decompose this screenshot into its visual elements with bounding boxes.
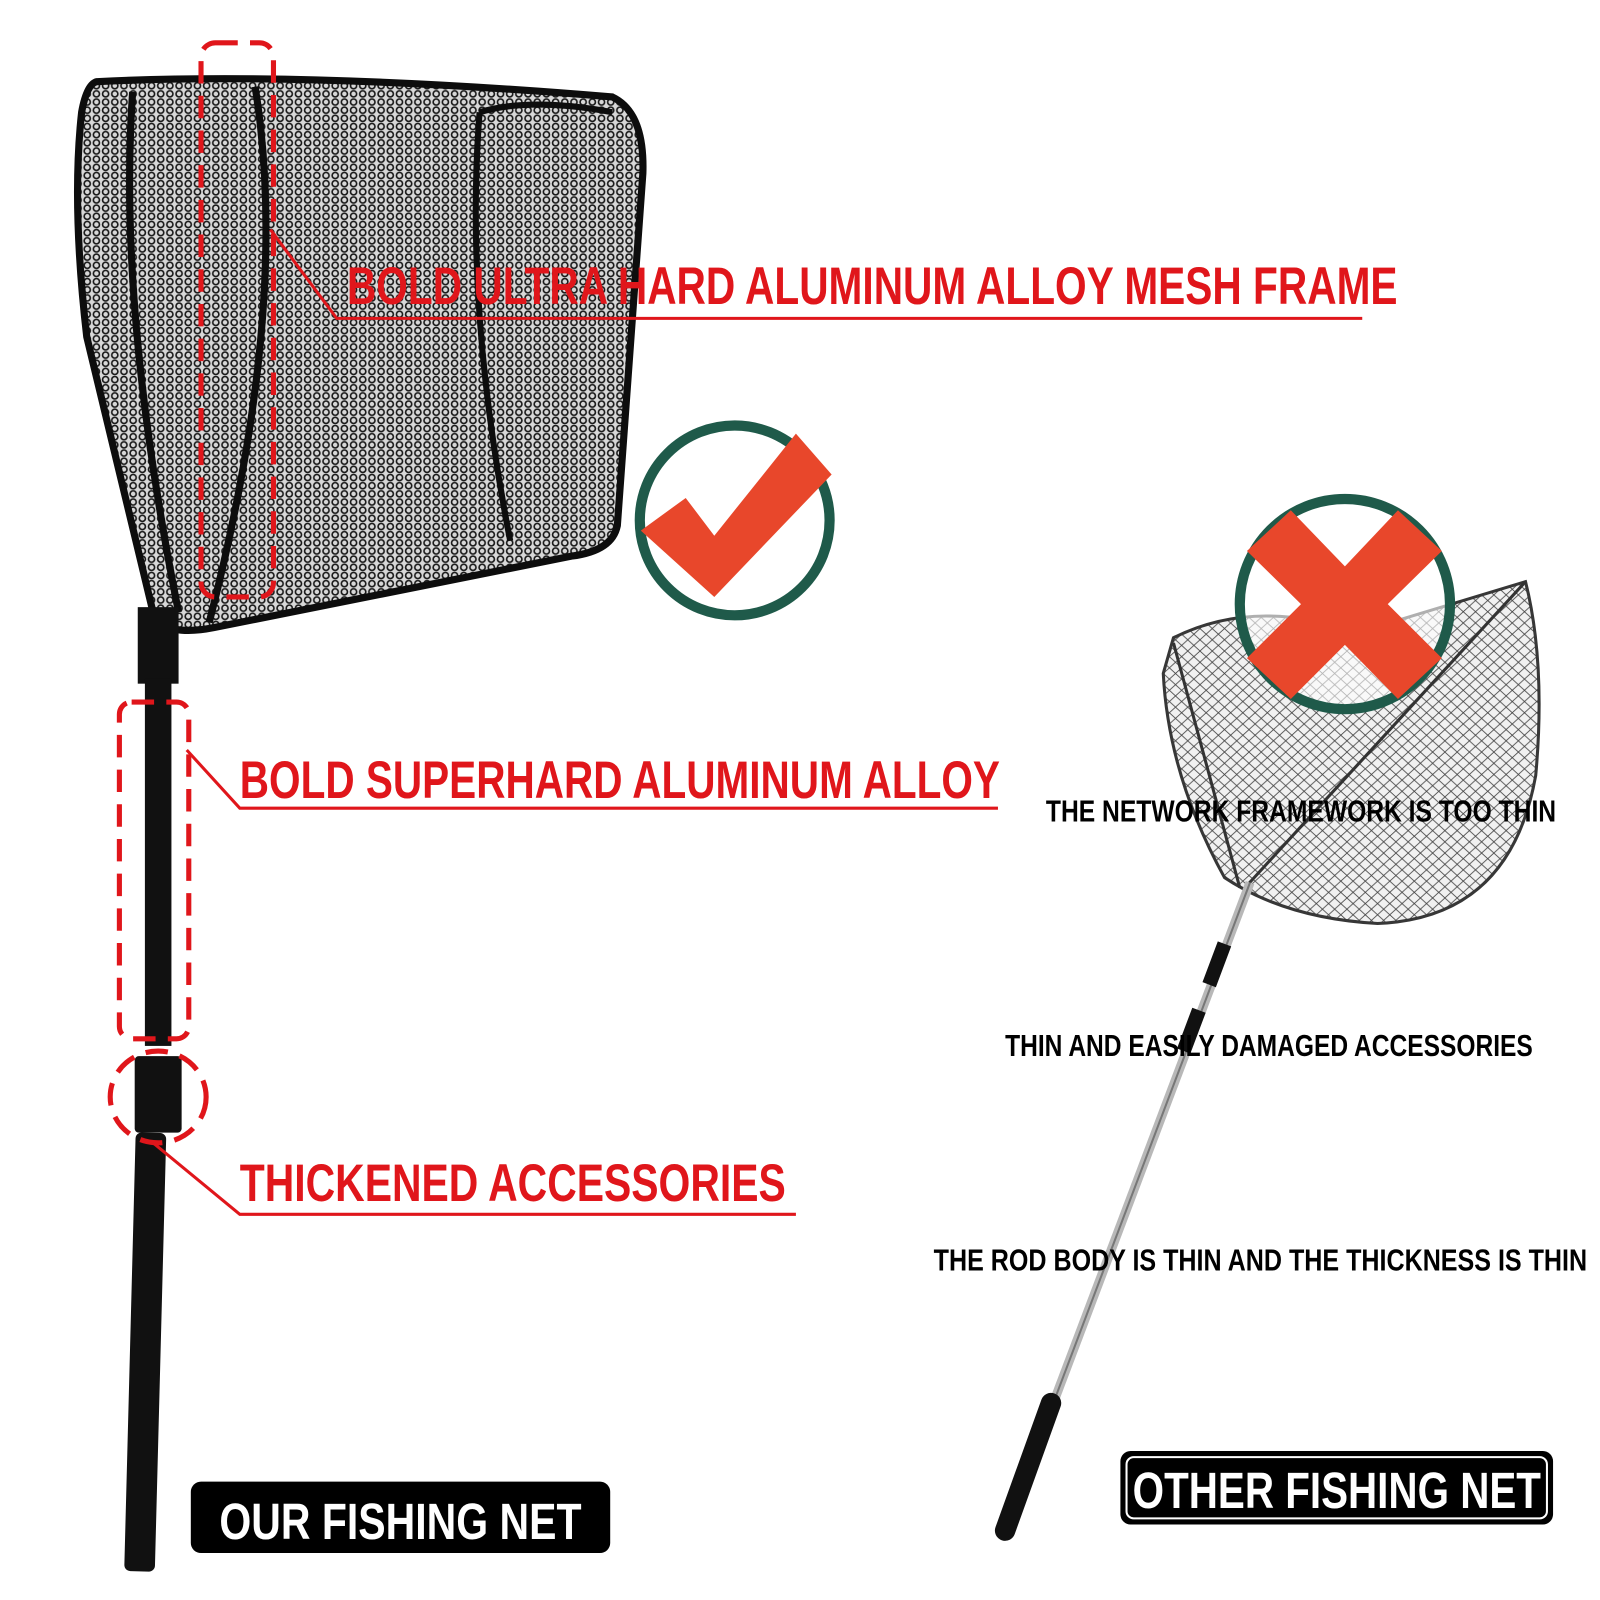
drawback-thin-rod: THE ROD BODY IS THIN AND THE THICKNESS I…: [934, 1243, 1587, 1278]
handle-connector: [137, 607, 179, 684]
net-mesh: [73, 75, 647, 634]
grip: [994, 1392, 1062, 1541]
feature-thickened-accessories: THICKENED ACCESSORIES: [240, 1154, 786, 1213]
check-icon: [634, 420, 835, 621]
feature-aluminum-pole: BOLD SUPERHARD ALUMINUM ALLOY: [240, 751, 1000, 810]
cross-icon: [1234, 493, 1456, 715]
handle-pole: [144, 678, 172, 1046]
handle-joint: [134, 1056, 182, 1133]
highlight-markers: [107, 40, 277, 1146]
drawback-thin-framework: THE NETWORK FRAMEWORK IS TOO THIN: [1046, 794, 1556, 829]
other-net-badge: OTHER FISHING NET: [1120, 1451, 1554, 1525]
svg-text:OUR FISHING NET: OUR FISHING NET: [219, 1493, 581, 1550]
rod-joint: [1176, 941, 1232, 1054]
our-fishing-net-illustration: [73, 75, 647, 1572]
leader-lines: [152, 228, 1363, 1216]
svg-text:OTHER FISHING NET: OTHER FISHING NET: [1133, 1462, 1541, 1519]
feature-mesh-frame: BOLD ULTRA HARD ALUMINUM ALLOY MESH FRAM…: [347, 257, 1398, 316]
our-net-badge: OUR FISHING NET: [190, 1481, 611, 1554]
drawback-damaged-accessories: THIN AND EASILY DAMAGED ACCESSORIES: [1005, 1028, 1533, 1063]
handle-grip: [124, 1132, 167, 1572]
